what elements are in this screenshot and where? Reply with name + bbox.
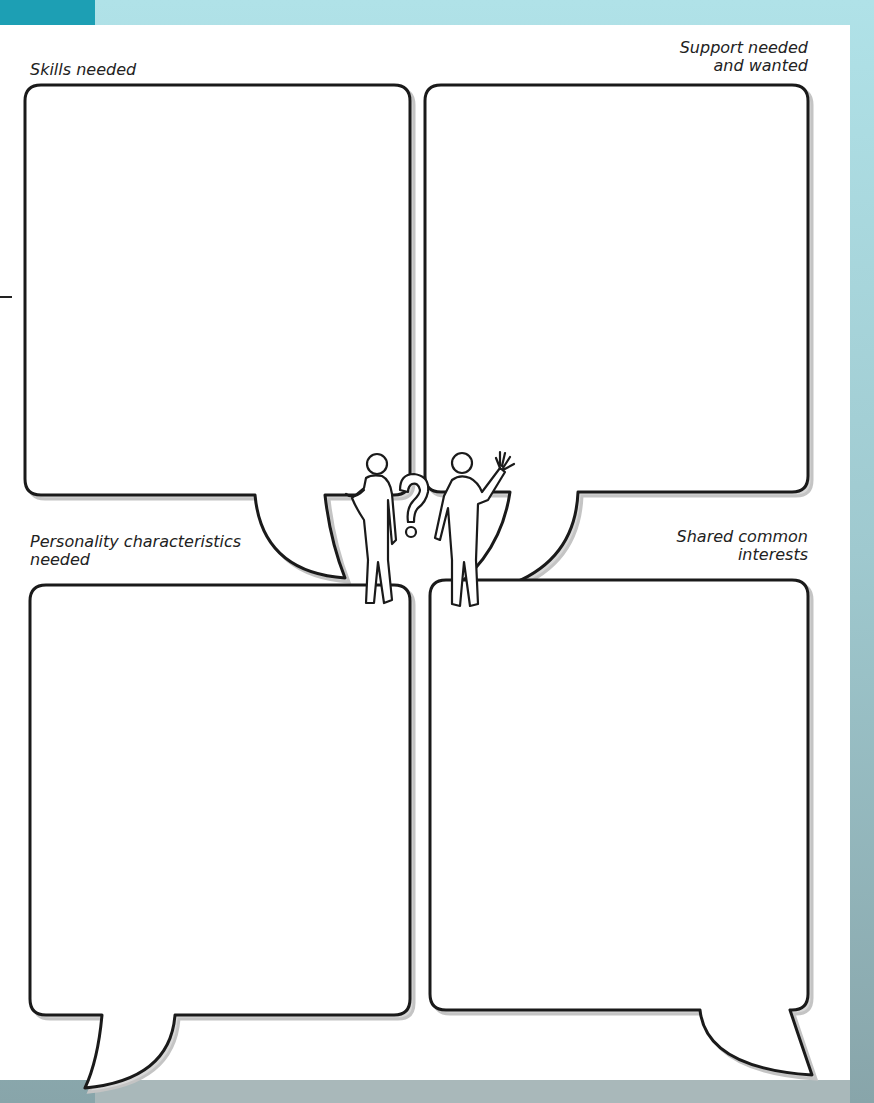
bubble-border xyxy=(25,85,410,578)
speech-bubble: Personality characteristics needed xyxy=(25,527,415,1017)
bubble-border xyxy=(425,85,808,598)
bubble-heading: Skills needed xyxy=(30,61,230,79)
question-dot xyxy=(406,527,416,537)
speech-bubble: Skills needed xyxy=(20,55,420,500)
bubble-outline xyxy=(25,527,415,1017)
bubble-outline xyxy=(420,35,815,500)
margin-tick xyxy=(0,296,12,298)
person-right-head xyxy=(452,453,472,473)
bubble-outline xyxy=(425,522,815,1012)
bubble-heading: Personality characteristics needed xyxy=(30,533,265,569)
waving-hand xyxy=(496,452,514,470)
bubble-heading: Support needed and wanted xyxy=(658,39,808,75)
person-left-head xyxy=(367,454,387,474)
bubble-border xyxy=(30,585,410,1088)
bubble-heading: Shared common interests xyxy=(648,528,808,564)
person-right xyxy=(435,468,505,606)
speech-bubble: Support needed and wanted xyxy=(420,35,815,500)
page-shadow xyxy=(95,1080,850,1103)
speech-bubble: Shared common interests xyxy=(425,522,815,1012)
bubble-outline xyxy=(20,55,420,500)
question-mark xyxy=(400,474,428,522)
bubble-border xyxy=(430,580,812,1075)
top-bar xyxy=(0,0,95,25)
person-left-arm xyxy=(346,490,364,496)
